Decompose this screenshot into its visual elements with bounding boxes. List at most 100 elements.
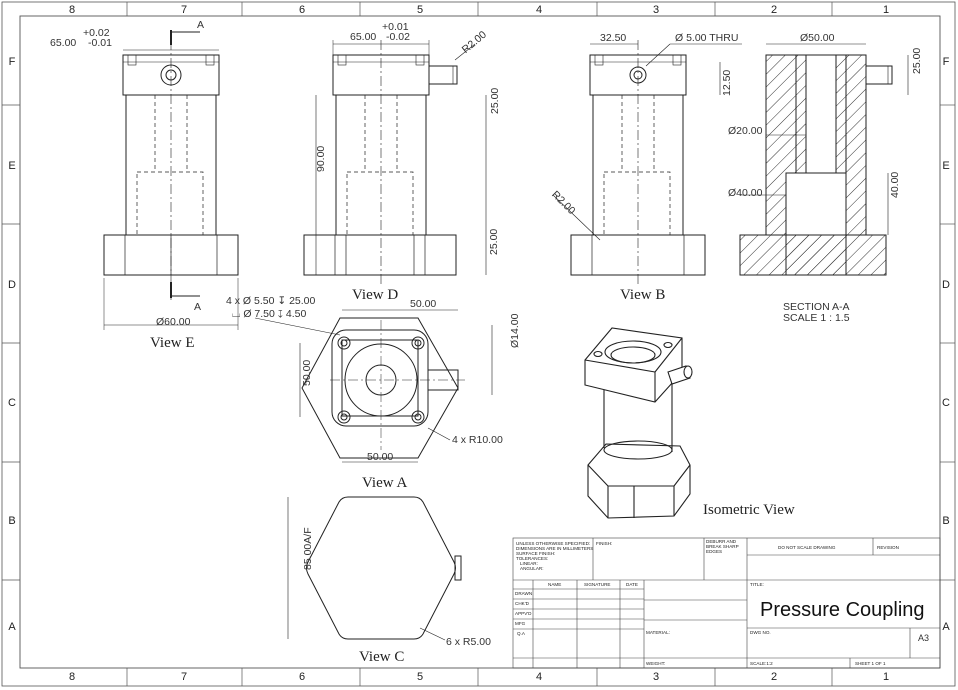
view-e-drawing (103, 30, 239, 330)
dim-a-hole-callout: 4 x Ø 5.50 ↧ 25.00 (226, 295, 316, 307)
tb-tolerances: TOLERANCES: (516, 556, 548, 561)
title-block-text: UNLESS OTHERWISE SPECIFIED: DIMENSIONS A… (515, 539, 929, 666)
zone-col-label: 2 (771, 4, 777, 16)
zone-col-label: 6 (299, 4, 305, 16)
dim-a-side-height: 50.00 (301, 360, 313, 386)
zone-col-label: 5 (417, 4, 423, 16)
tb-row-chkd: CHK'D (515, 601, 530, 606)
tb-angular: ANGULAR: (520, 566, 544, 571)
view-e-label: View E (150, 335, 195, 351)
tb-deburr-2: BREAK SHARP (706, 544, 739, 549)
zone-row-label: A (942, 621, 950, 633)
dim-e-base-dia: Ø60.00 (156, 316, 191, 328)
zone-row-label: E (942, 160, 949, 172)
view-c-label: View C (359, 649, 404, 665)
dim-d-radius: R2.00 (460, 29, 489, 56)
tb-linear: LINEAR: (520, 561, 538, 566)
zone-col-label: 7 (181, 4, 187, 16)
zone-row-label: D (942, 279, 950, 291)
dim-a-top-width: 50.00 (410, 298, 436, 310)
dim-a-corner: 4 x R10.00 (452, 434, 503, 446)
dim-d-height: 90.00 (315, 146, 327, 172)
dim-a-boss-dia: Ø14.00 (509, 313, 521, 348)
isometric-view-label: Isometric View (703, 502, 795, 518)
isometric-drawing (584, 327, 693, 519)
section-cut-marker: A (194, 301, 201, 313)
drawing-title: Pressure Coupling (760, 599, 925, 621)
tb-do-not-scale: DO NOT SCALE DRAWING (778, 545, 836, 550)
dim-s-top-dia: Ø50.00 (800, 32, 835, 44)
dim-a-counterbore-callout: ⌴ Ø 7.50 ↧ 4.50 (232, 308, 307, 320)
dim-s-side: 25.00 (911, 48, 923, 74)
dim-b-hole: Ø 5.00 THRU (675, 32, 738, 44)
dim-c-across-flats: 85.00A/F (302, 527, 314, 570)
zone-labels: 8 7 6 5 4 3 2 1 8 7 6 5 4 3 2 1 F E D C … (8, 4, 950, 683)
zone-col-label: 5 (417, 671, 423, 683)
view-d-drawing (303, 40, 487, 285)
view-a-label: View A (362, 475, 408, 491)
tb-revision: REVISION (877, 545, 899, 550)
zone-col-label: 7 (181, 671, 187, 683)
dim-b-offset: 32.50 (600, 32, 626, 44)
title-block-lines (512, 537, 941, 669)
view-c-drawing (287, 496, 462, 641)
tb-col-signature: SIGNATURE (584, 582, 610, 587)
zone-col-label: 3 (653, 4, 659, 16)
dim-s-counterbore: Ø40.00 (728, 187, 763, 199)
zone-row-label: D (8, 279, 16, 291)
tb-units: DIMENSIONS ARE IN MILLIMETERS (516, 546, 593, 551)
dim-d-bottom: 25.00 (488, 229, 500, 255)
section-a-a-drawing (739, 43, 909, 276)
zone-row-label: E (8, 160, 15, 172)
tb-row-drawn: DRAWN (515, 591, 532, 596)
zone-col-label: 2 (771, 671, 777, 683)
dim-d-tol-upper: +0.01 (382, 21, 409, 33)
section-title: SECTION A-A (783, 301, 850, 313)
view-b-label: View B (620, 287, 665, 303)
dim-e-width: 65.00 (50, 37, 76, 49)
zone-row-label: C (8, 397, 16, 409)
tb-col-name: NAME (548, 582, 561, 587)
zone-col-label: 1 (883, 4, 889, 16)
zone-row-label: A (8, 621, 16, 633)
dim-b-radius: R2.00 (549, 189, 577, 217)
dim-c-corner: 6 x R5.00 (446, 636, 491, 648)
zone-row-label: F (943, 56, 950, 68)
dim-d-width: 65.00 (350, 31, 376, 43)
zone-col-label: 4 (536, 671, 542, 683)
zone-row-label: F (9, 56, 16, 68)
tb-surface: SURFACE FINISH: (516, 551, 555, 556)
tb-size: A3 (918, 633, 929, 643)
section-scale: SCALE 1 : 1.5 (783, 312, 850, 324)
zone-col-label: 4 (536, 4, 542, 16)
tb-unless-spec: UNLESS OTHERWISE SPECIFIED: (516, 541, 590, 546)
view-a-drawing (254, 309, 493, 463)
dim-d-top: 25.00 (489, 88, 501, 114)
zone-col-label: 6 (299, 671, 305, 683)
zone-col-label: 1 (883, 671, 889, 683)
zone-col-label: 8 (69, 671, 75, 683)
zone-col-label: 8 (69, 4, 75, 16)
dim-e-tol-lower: -0.01 (88, 37, 112, 49)
zone-row-label: B (942, 515, 949, 527)
tb-row-appvd: APPV'D (515, 611, 532, 616)
tb-dwg-no: DWG NO. (750, 630, 771, 635)
tb-title-label: TITLE: (750, 582, 764, 587)
tb-col-date: DATE (626, 582, 638, 587)
tb-weight: WEIGHT: (646, 661, 665, 666)
view-b-drawing (552, 40, 742, 285)
zone-row-label: C (942, 397, 950, 409)
dim-s-depth: 40.00 (889, 172, 901, 198)
tb-row-mfg: MFG (515, 621, 526, 626)
zone-col-label: 3 (653, 671, 659, 683)
dim-b-hole-height: 12.50 (721, 70, 733, 96)
dim-e-tol-upper: +0.02 (83, 27, 110, 39)
dim-s-bore: Ø20.00 (728, 125, 763, 137)
dim-a-bottom-width: 50.00 (367, 451, 393, 463)
tb-deburr-3: EDGES (706, 549, 722, 554)
tb-deburr-1: DEBURR AND (706, 539, 737, 544)
zone-row-label: B (8, 515, 15, 527)
